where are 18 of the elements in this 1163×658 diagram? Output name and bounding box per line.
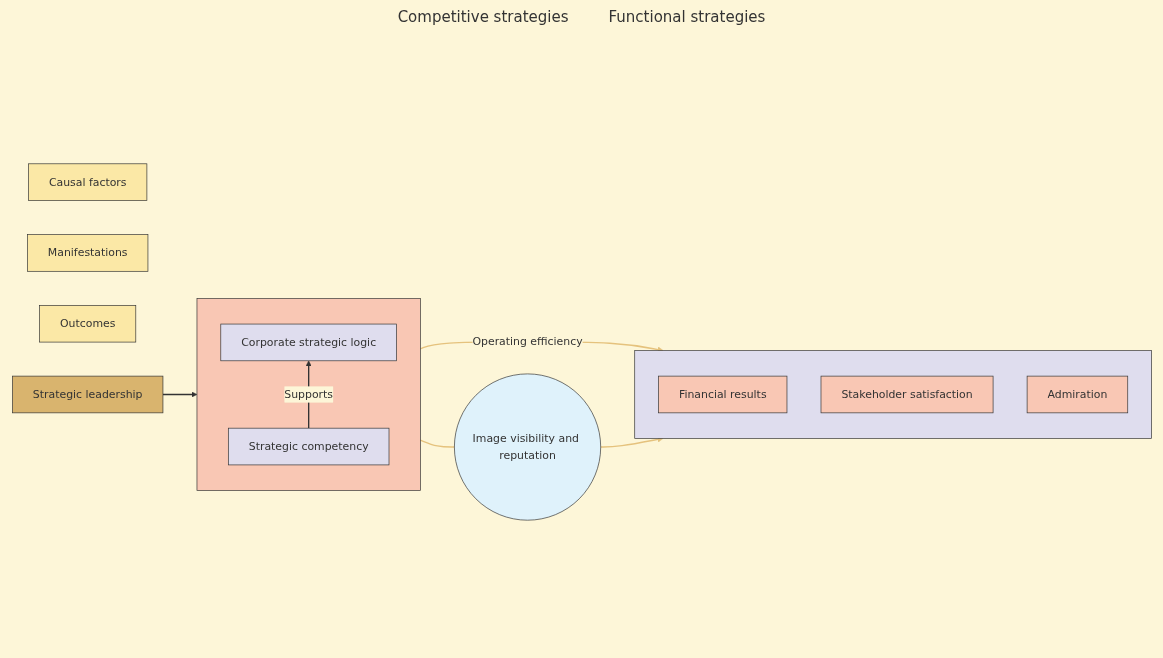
node-box: Financial results bbox=[657, 375, 787, 414]
node-box: Strategic competency bbox=[227, 427, 389, 466]
node-box: Manifestations bbox=[26, 234, 148, 272]
node-box: Stakeholder satisfaction bbox=[820, 375, 993, 414]
node-box: Outcomes bbox=[38, 305, 136, 343]
cluster bbox=[633, 350, 1152, 439]
node-box: Admiration bbox=[1026, 375, 1128, 414]
connector bbox=[419, 439, 455, 448]
note-text: Functional strategies bbox=[608, 8, 766, 26]
node-circle: Image visibility and reputation bbox=[453, 373, 601, 521]
node-box: Corporate strategic logic bbox=[219, 323, 397, 362]
arrow bbox=[161, 391, 197, 398]
edge-label: Operating efficiency bbox=[471, 335, 583, 349]
edge-label: Supports bbox=[283, 387, 333, 401]
node-box: Causal factors bbox=[27, 163, 147, 201]
node-box: Strategic leadership bbox=[11, 375, 163, 414]
note-text: Competitive strategies bbox=[397, 8, 569, 26]
cluster bbox=[196, 298, 421, 491]
